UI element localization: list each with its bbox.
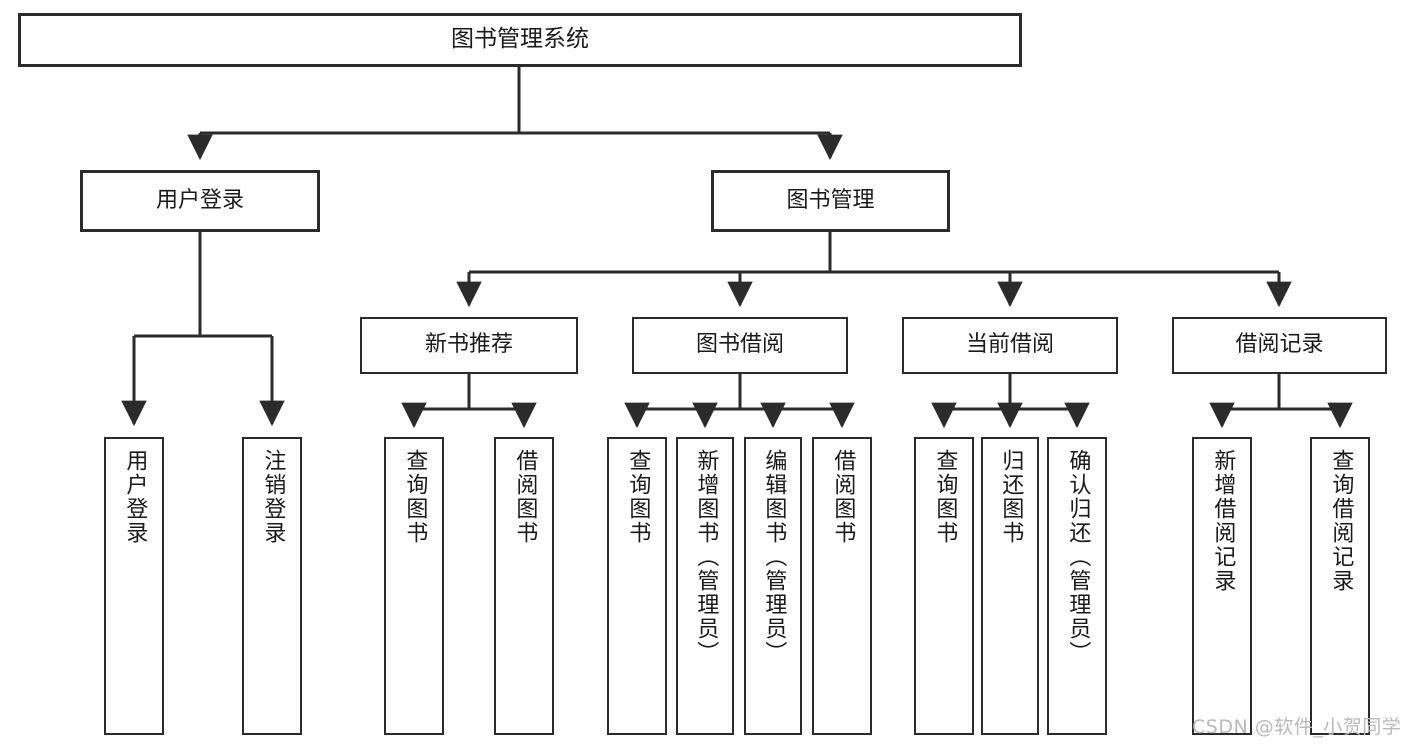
node-leaf-borrow-book-2-label: 借阅图书 — [830, 449, 856, 545]
node-leaf-add-book-label: 新增图书（管理员） — [693, 449, 719, 665]
node-leaf-query-record-label: 查询借阅记录 — [1328, 449, 1354, 593]
node-leaf-add-book[interactable]: 新增图书（管理员） — [676, 437, 734, 735]
node-current-borrow-label: 当前借阅 — [965, 332, 1054, 358]
node-leaf-confirm-return-label: 确认归还（管理员） — [1065, 449, 1091, 665]
node-leaf-add-record[interactable]: 新增借阅记录 — [1192, 437, 1252, 735]
node-user-login[interactable]: 用户登录 — [80, 170, 320, 232]
node-book-manage-label: 图书管理 — [786, 187, 875, 213]
node-leaf-borrow-book-1-label: 借阅图书 — [512, 449, 538, 545]
node-leaf-edit-book-label: 编辑图书（管理员） — [761, 449, 787, 665]
node-leaf-return-book-label: 归还图书 — [998, 449, 1024, 545]
node-leaf-query-book-1-label: 查询图书 — [402, 449, 428, 545]
node-book-borrow[interactable]: 图书借阅 — [632, 317, 848, 374]
node-leaf-confirm-return[interactable]: 确认归还（管理员） — [1047, 437, 1107, 735]
node-book-manage[interactable]: 图书管理 — [711, 170, 950, 232]
node-book-borrow-label: 图书借阅 — [695, 332, 784, 358]
node-leaf-logout-label: 注销登录 — [260, 449, 286, 545]
node-root[interactable]: 图书管理系统 — [18, 13, 1022, 67]
node-leaf-borrow-book-2[interactable]: 借阅图书 — [812, 437, 872, 735]
node-leaf-borrow-book-1[interactable]: 借阅图书 — [494, 437, 554, 735]
node-leaf-query-book-2-label: 查询图书 — [625, 449, 651, 545]
node-root-label: 图书管理系统 — [451, 26, 589, 53]
node-leaf-query-book-1[interactable]: 查询图书 — [384, 437, 444, 735]
node-leaf-query-book-2[interactable]: 查询图书 — [607, 437, 667, 735]
node-leaf-query-book-3-label: 查询图书 — [932, 449, 958, 545]
node-borrow-record-label: 借阅记录 — [1235, 332, 1324, 358]
node-new-book-recommend-label: 新书推荐 — [424, 332, 513, 358]
node-user-login-label: 用户登录 — [155, 187, 244, 213]
node-leaf-user-login-label: 用户登录 — [122, 449, 148, 545]
node-leaf-user-login[interactable]: 用户登录 — [104, 437, 164, 735]
node-leaf-logout[interactable]: 注销登录 — [242, 437, 302, 735]
node-current-borrow[interactable]: 当前借阅 — [902, 317, 1118, 374]
node-leaf-query-record[interactable]: 查询借阅记录 — [1310, 437, 1370, 735]
node-borrow-record[interactable]: 借阅记录 — [1172, 317, 1387, 374]
node-leaf-query-book-3[interactable]: 查询图书 — [914, 437, 974, 735]
node-leaf-return-book[interactable]: 归还图书 — [981, 437, 1039, 735]
csdn-watermark: CSDN @软件_小贺同学 — [1192, 716, 1402, 738]
node-leaf-add-record-label: 新增借阅记录 — [1210, 449, 1236, 593]
node-new-book-recommend[interactable]: 新书推荐 — [360, 317, 578, 374]
node-leaf-edit-book[interactable]: 编辑图书（管理员） — [744, 437, 802, 735]
